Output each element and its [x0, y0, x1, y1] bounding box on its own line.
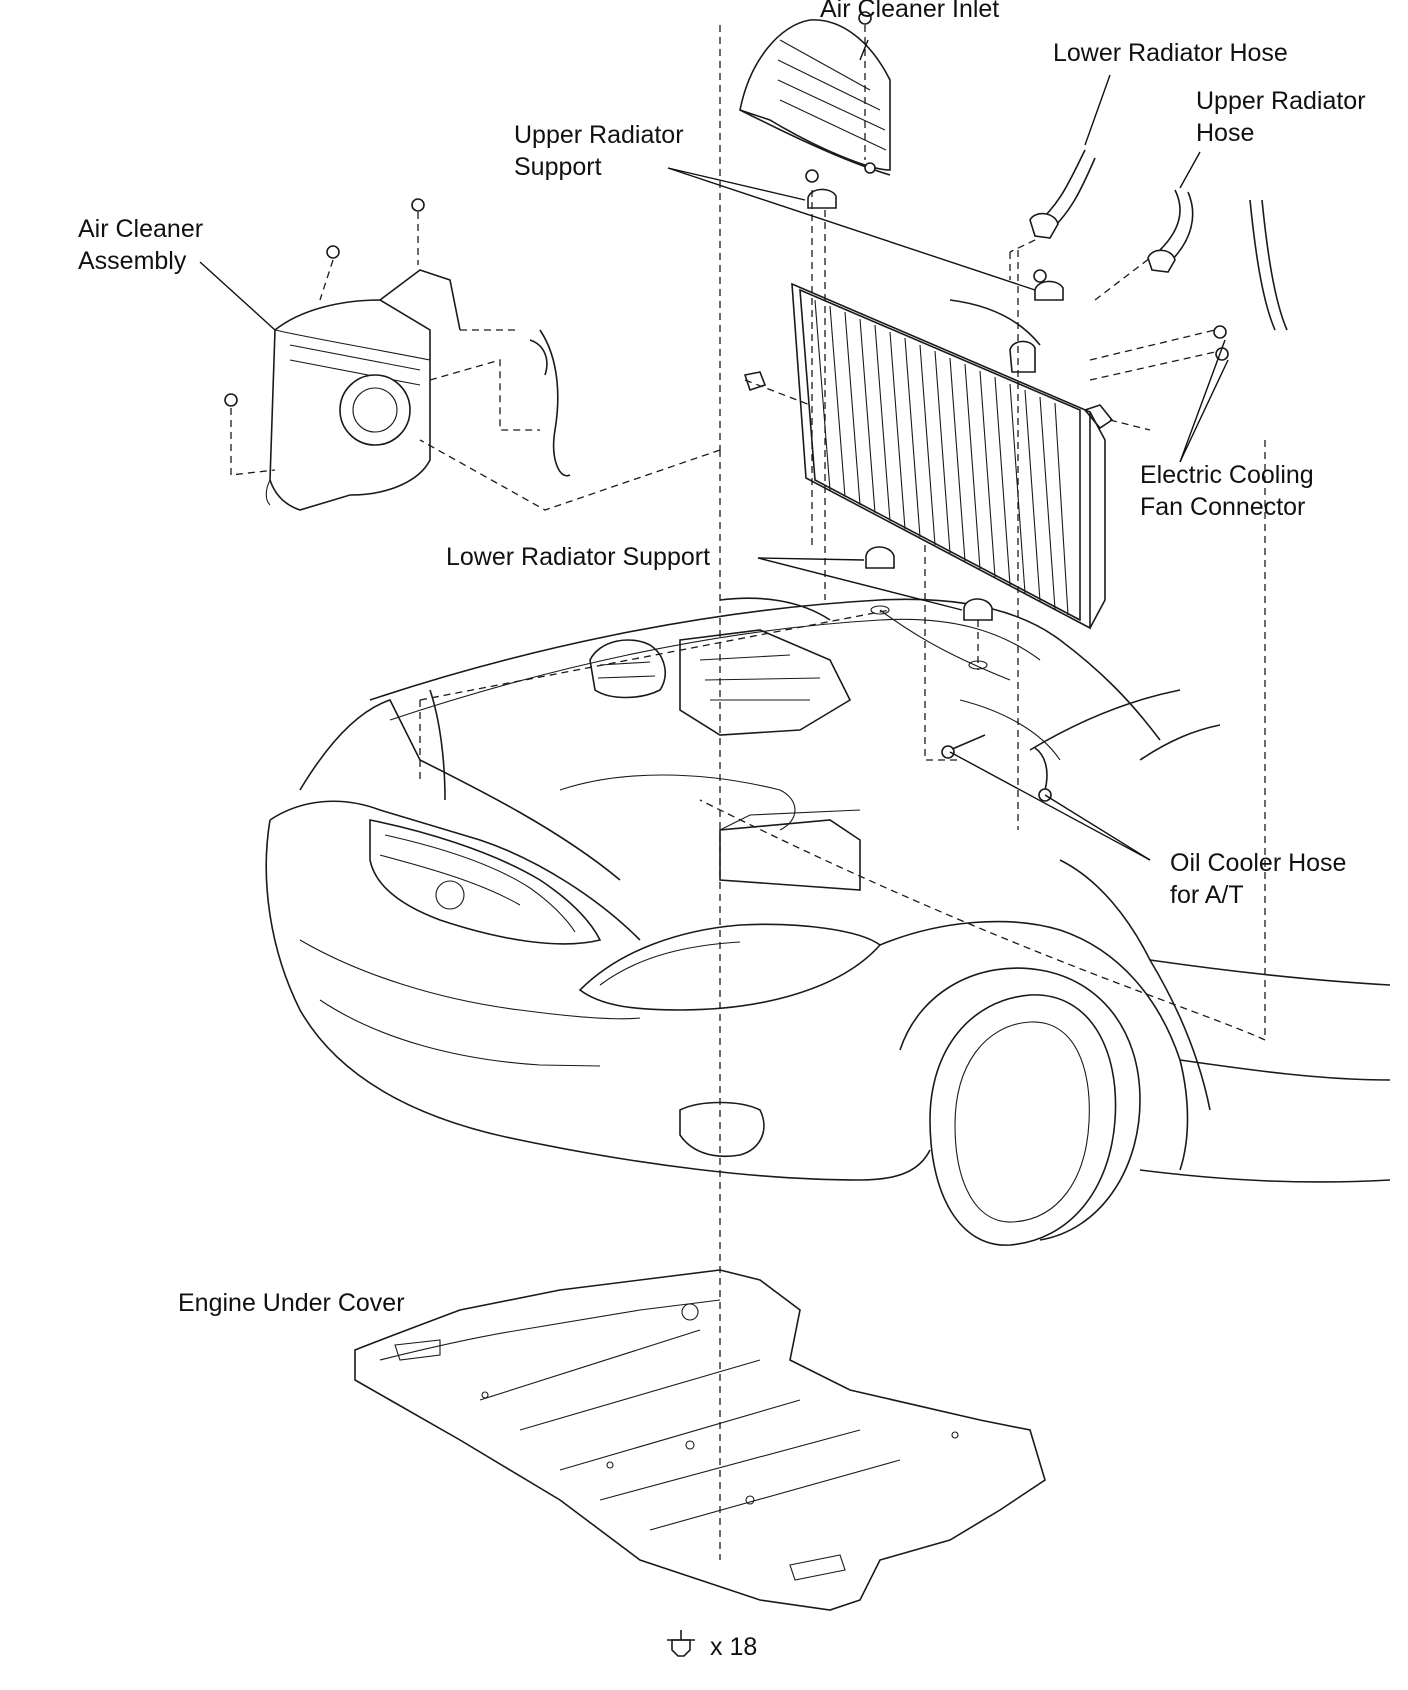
label-oil-cooler-hose-line2: for A/T: [1170, 881, 1244, 909]
radiator-tank-cap: [1009, 340, 1036, 373]
car-body: [265, 597, 1391, 1246]
air-cleaner-assembly: [224, 198, 571, 511]
radiator-core: [799, 288, 1081, 622]
intake-duct: [589, 639, 666, 699]
label-upper-radiator-hose-line1: Upper Radiator: [1196, 87, 1366, 115]
hood: [369, 598, 1161, 741]
bolt-icon: [667, 1630, 695, 1657]
lower-support-right: [963, 598, 993, 621]
label-air-cleaner-assembly-line1: Air Cleaner: [78, 215, 204, 243]
radiator: [743, 282, 1114, 630]
label-upper-radiator-hose-line2: Hose: [1196, 119, 1255, 147]
wheel-arch: [899, 967, 1141, 1241]
oil-cooler-hose-2: [1034, 747, 1048, 791]
label-bolt-count: x 18: [710, 1633, 758, 1661]
engine-bay-left: [429, 689, 446, 801]
fan-connector-left: [743, 371, 767, 392]
oil-cooler-hose-1: [949, 734, 986, 751]
label-upper-radiator-support-line1: Upper Radiator: [514, 121, 684, 149]
air-cleaner-wiring: [539, 329, 571, 477]
engine-block: [679, 629, 852, 736]
cover-slot-right: [789, 1554, 846, 1581]
label-oil-cooler-hose-line1: Oil Cooler Hose: [1170, 849, 1347, 877]
label-electric-cooling-fan-connector-line2: Fan Connector: [1140, 493, 1306, 521]
tire-outer: [929, 994, 1117, 1246]
label-upper-radiator-support-line2: Support: [514, 153, 602, 181]
tire-inner: [954, 1021, 1090, 1223]
headlight: [578, 923, 882, 1011]
label-electric-cooling-fan-connector-line1: Electric Cooling: [1140, 461, 1314, 489]
air-cleaner-outlet: [339, 374, 411, 446]
engine-under-cover: [354, 1269, 1046, 1611]
battery: [719, 819, 861, 891]
upper-support-left: [807, 188, 837, 209]
upper-support-right: [1034, 280, 1064, 301]
front-bumper-top: [299, 699, 621, 881]
label-lower-radiator-support: Lower Radiator Support: [446, 543, 711, 571]
upper-radiator-hose: [1159, 189, 1181, 251]
label-air-cleaner-inlet: Air Cleaner Inlet: [820, 0, 1000, 23]
cover-slot-left: [394, 1339, 441, 1361]
grille: [369, 819, 602, 945]
label-engine-under-cover: Engine Under Cover: [178, 1289, 405, 1317]
fan-connector-plug: [1083, 404, 1114, 430]
fog-lamp: [679, 1101, 765, 1158]
label-lower-radiator-hose: Lower Radiator Hose: [1053, 39, 1288, 67]
dashed-guides: [230, 25, 1266, 1560]
front-fender: [879, 920, 1189, 1171]
air-cleaner-inlet: [739, 11, 891, 176]
lower-bumper: [265, 819, 931, 1181]
label-leaders: [199, 39, 1229, 861]
label-air-cleaner-assembly-line2: Assembly: [78, 247, 187, 275]
badge: [435, 880, 465, 910]
lower-support-left: [865, 546, 895, 569]
